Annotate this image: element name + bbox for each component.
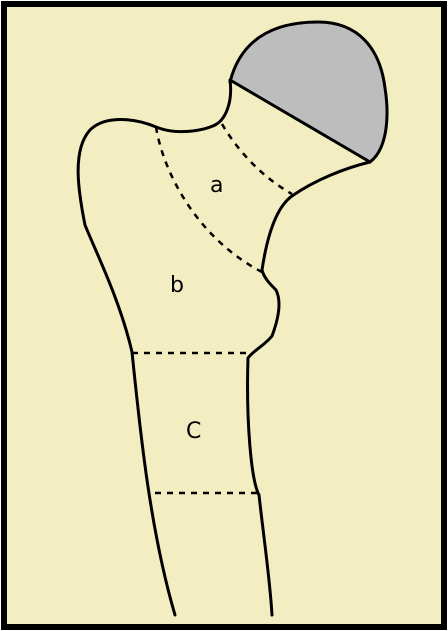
region-label-a: a	[210, 173, 223, 198]
region-label-c: C	[186, 419, 201, 444]
region-label-b: b	[170, 273, 184, 298]
